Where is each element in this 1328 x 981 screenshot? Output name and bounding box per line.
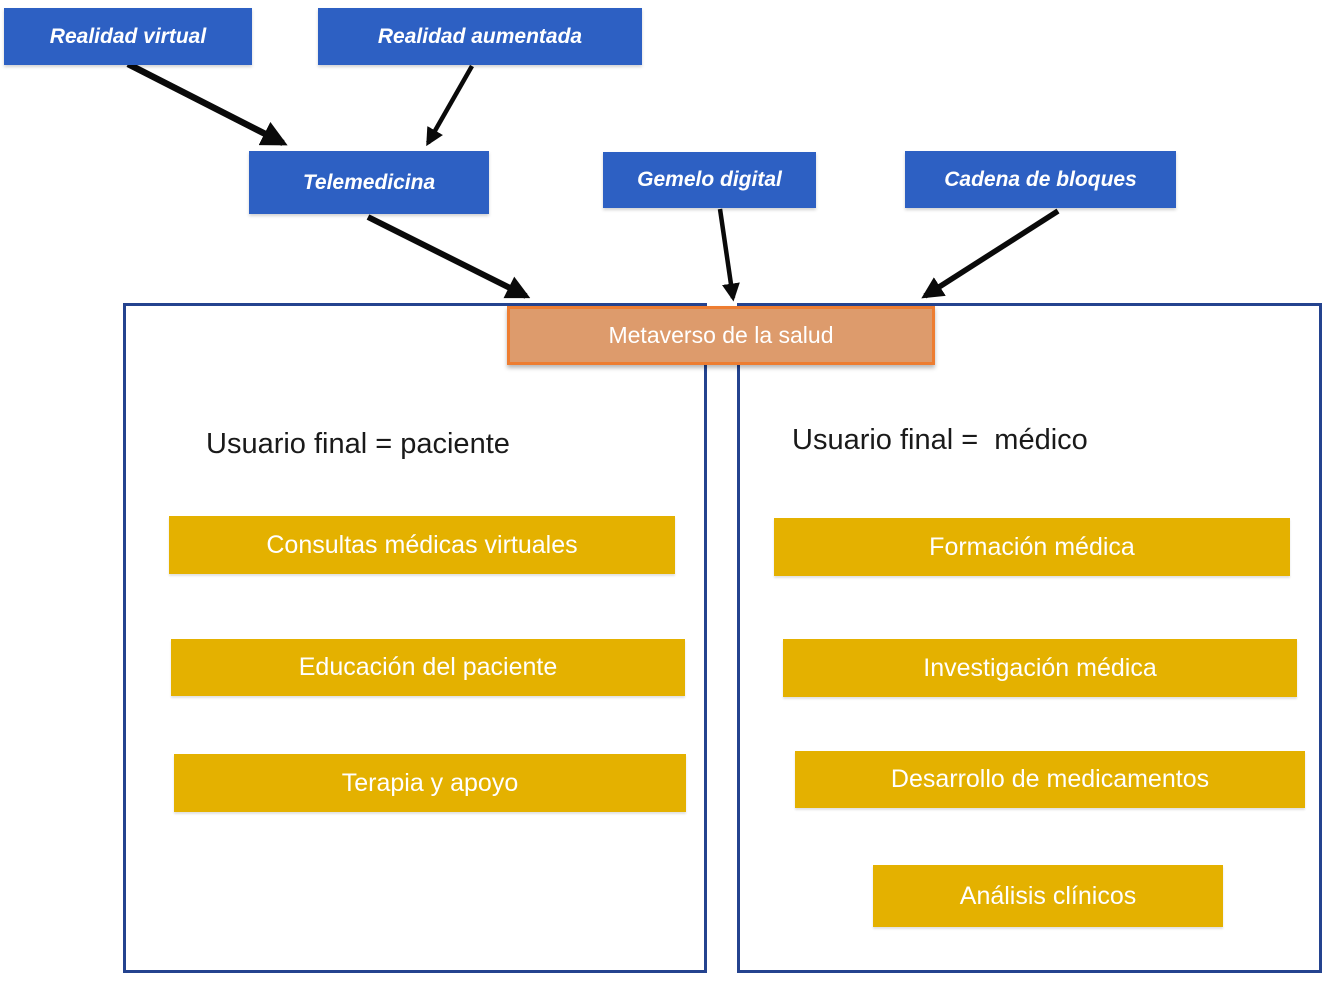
node-label: Gemelo digital [637, 168, 782, 191]
use-case-label: Formación médica [929, 532, 1135, 561]
panel-title-paciente: Usuario final = paciente [206, 428, 510, 460]
use-case-label: Investigación médica [923, 653, 1157, 682]
edge-telemedicina-to-metaverso [366, 214, 531, 299]
panel-usuario-medico: Usuario final = médico Formación médica … [737, 303, 1322, 973]
edge-gemelo-digital-to-metaverso [717, 208, 740, 302]
node-label: Cadena de bloques [944, 167, 1137, 191]
node-realidad-virtual: Realidad virtual [4, 8, 252, 65]
use-case-consultas-medicas-virtuales: Consultas médicas virtuales [169, 516, 675, 574]
node-cadena-de-bloques: Cadena de bloques [905, 151, 1176, 208]
node-label: Realidad virtual [49, 24, 207, 48]
node-gemelo-digital: Gemelo digital [603, 152, 816, 208]
use-case-investigacion-medica: Investigación médica [783, 639, 1297, 697]
edge-realidad-virtual-to-telemedicina [126, 61, 288, 146]
node-label: Telemedicina [302, 170, 436, 194]
use-case-label: Consultas médicas virtuales [266, 530, 578, 559]
use-case-desarrollo-de-medicamentos: Desarrollo de medicamentos [795, 751, 1305, 808]
use-case-label: Análisis clínicos [959, 881, 1137, 910]
node-metaverso-de-la-salud: Metaverso de la salud [507, 306, 935, 365]
use-case-label: Terapia y apoyo [341, 768, 519, 797]
panel-usuario-paciente: Usuario final = paciente Consultas médic… [123, 303, 707, 973]
node-telemedicina: Telemedicina [249, 151, 489, 214]
edge-realidad-aumentada-to-telemedicina [426, 64, 474, 147]
node-realidad-aumentada: Realidad aumentada [318, 8, 642, 65]
use-case-terapia-y-apoyo: Terapia y apoyo [174, 754, 686, 812]
use-case-label: Educación del paciente [298, 653, 558, 681]
use-case-educacion-del-paciente: Educación del paciente [171, 639, 685, 696]
edge-cadena-de-bloques-to-metaverso [921, 208, 1060, 299]
use-case-analisis-clinicos: Análisis clínicos [873, 865, 1223, 927]
hub-label: Metaverso de la salud [608, 322, 834, 348]
use-case-label: Desarrollo de medicamentos [890, 765, 1210, 793]
use-case-formacion-medica: Formación médica [774, 518, 1290, 576]
node-label: Realidad aumentada [377, 24, 583, 48]
panel-title-medico: Usuario final = médico [792, 424, 1088, 456]
